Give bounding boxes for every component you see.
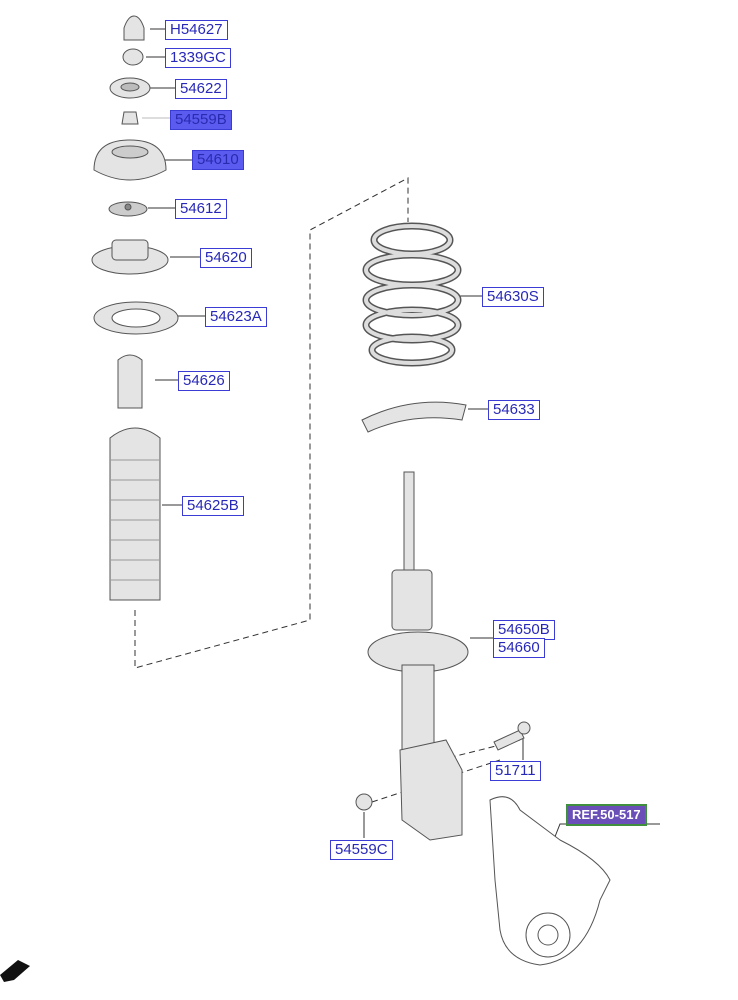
- part-label-54626[interactable]: 54626: [178, 371, 230, 391]
- part-label-54610[interactable]: 54610: [192, 150, 244, 170]
- part-label-54622[interactable]: 54622: [175, 79, 227, 99]
- part-54650b-strut: [367, 471, 469, 841]
- part-1339gc: [122, 48, 144, 66]
- assembly-dashed-lines: [134, 177, 521, 803]
- part-label-54650b[interactable]: 54650B: [493, 620, 555, 640]
- part-label-54559b[interactable]: 54559B: [170, 110, 232, 130]
- part-label-54630s[interactable]: 54630S: [482, 287, 544, 307]
- part-54620: [91, 239, 169, 275]
- part-label-54612[interactable]: 54612: [175, 199, 227, 219]
- part-54623a: [93, 301, 179, 335]
- part-label-54623a[interactable]: 54623A: [205, 307, 267, 327]
- leader-lines: [142, 28, 660, 863]
- part-label-54660[interactable]: 54660: [493, 638, 545, 658]
- part-54622: [109, 77, 151, 99]
- part-54559c-nut: [355, 793, 373, 811]
- front-direction-arrow-icon: [0, 960, 30, 982]
- part-54633: [361, 401, 467, 433]
- part-label-54620[interactable]: 54620: [200, 248, 252, 268]
- part-label-h54627[interactable]: H54627: [165, 20, 228, 40]
- part-54610: [93, 139, 167, 181]
- part-h54627: [123, 15, 145, 41]
- part-label-51711[interactable]: 51711: [490, 761, 541, 781]
- part-54625b: [109, 427, 161, 601]
- part-label-54633[interactable]: 54633: [488, 400, 540, 420]
- part-ref-50-517-knuckle: [489, 796, 611, 966]
- part-54626: [117, 354, 143, 409]
- part-54612: [108, 201, 148, 217]
- part-54559b: [121, 111, 139, 125]
- part-label-54559c[interactable]: 54559C: [330, 840, 393, 860]
- part-51711-bolt: [493, 721, 531, 751]
- part-label-1339gc[interactable]: 1339GC: [165, 48, 231, 68]
- part-label-ref-50-517[interactable]: REF.50-517: [566, 804, 647, 826]
- part-label-54625b[interactable]: 54625B: [182, 496, 244, 516]
